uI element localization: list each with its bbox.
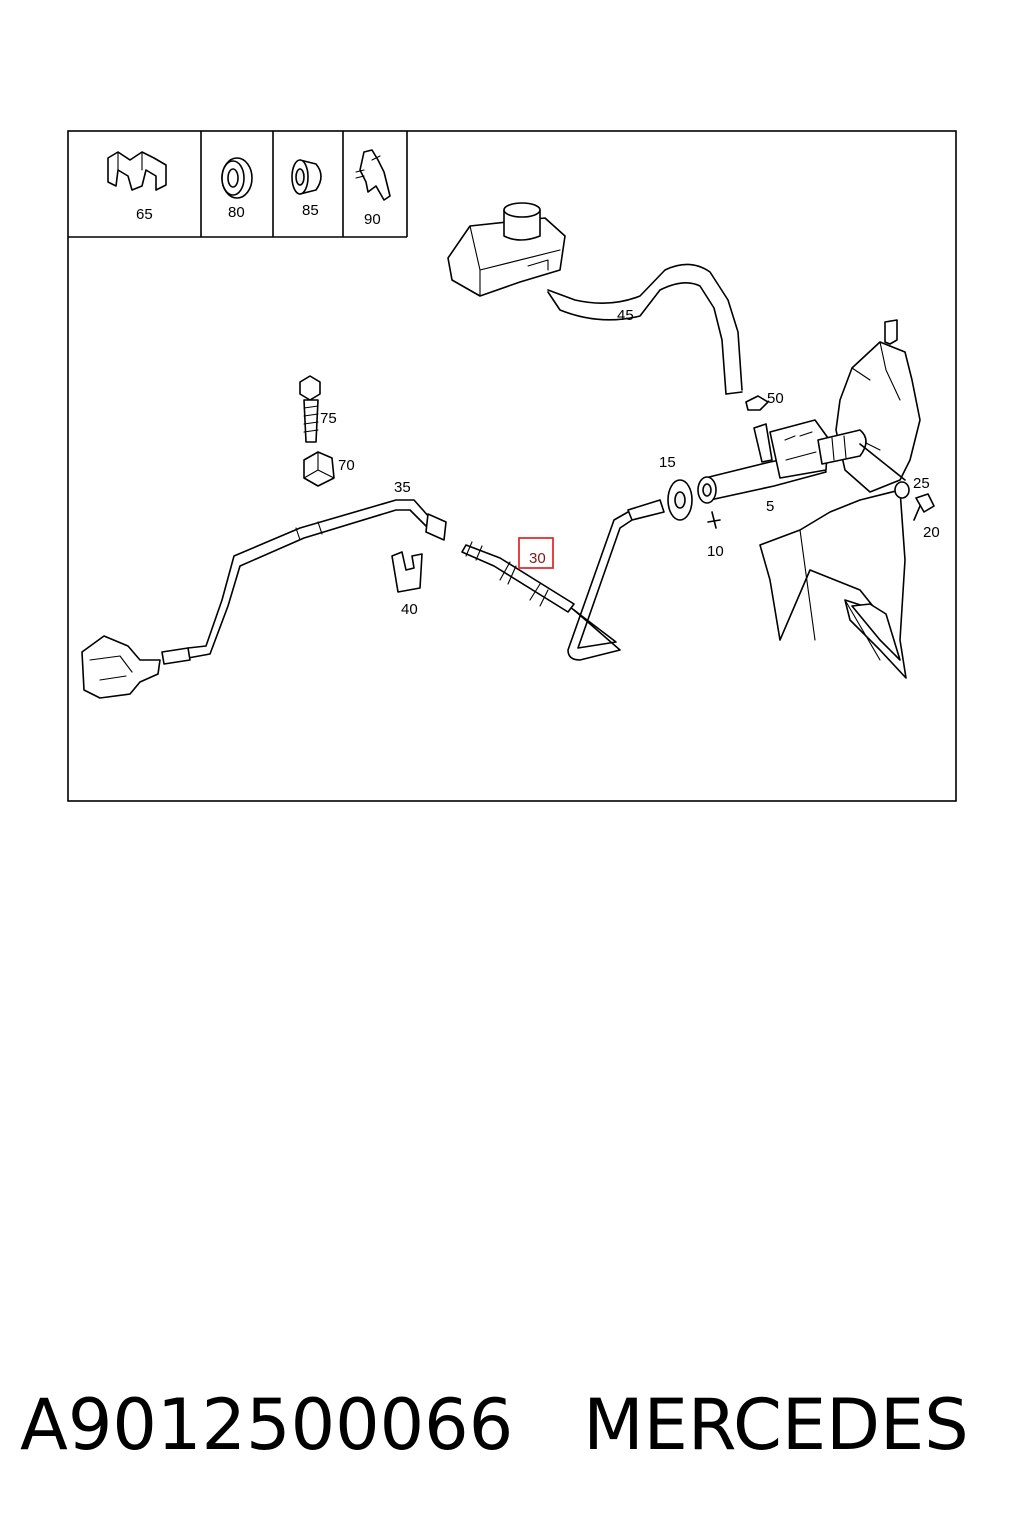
pressure-line-illustration bbox=[565, 499, 665, 661]
callout-hose-30: 30 bbox=[529, 550, 546, 567]
washer-illustration bbox=[894, 481, 910, 499]
fluid-reservoir-illustration bbox=[447, 202, 566, 297]
callout-line-35: 35 bbox=[394, 479, 411, 496]
callout-cylinder-5: 5 bbox=[766, 498, 774, 515]
part-number: A9012500066 bbox=[20, 1384, 514, 1466]
pedal-bracket-illustration bbox=[759, 319, 921, 679]
cotter-pin-illustration bbox=[707, 511, 721, 529]
inset-label-holder: 90 bbox=[364, 211, 381, 228]
bushing-part-illustration bbox=[291, 159, 322, 195]
slave-cylinder-illustration bbox=[81, 635, 191, 699]
reservoir-hose-illustration bbox=[547, 263, 743, 395]
hose-bracket-illustration bbox=[391, 551, 423, 593]
hose-clamp-illustration bbox=[745, 395, 769, 411]
clutch-line-illustration bbox=[187, 499, 447, 659]
master-cylinder-illustration bbox=[697, 419, 906, 504]
holder-part-illustration bbox=[355, 149, 391, 201]
grommet-part-illustration bbox=[221, 157, 253, 199]
diagram-frame bbox=[67, 130, 957, 802]
callout-clamp-50: 50 bbox=[767, 390, 784, 407]
bolt-illustration bbox=[913, 493, 935, 521]
callout-seal-15: 15 bbox=[659, 454, 676, 471]
nut-illustration bbox=[303, 451, 335, 487]
inset-label-clip: 65 bbox=[136, 206, 153, 223]
brand-name: MERCEDES bbox=[583, 1384, 969, 1466]
parts-inset-grid bbox=[68, 131, 408, 238]
part-footer: A9012500066 MERCEDES bbox=[20, 1370, 1010, 1480]
inset-label-bushing: 85 bbox=[302, 202, 319, 219]
callout-washer-25: 25 bbox=[913, 475, 930, 492]
seal-plate-illustration bbox=[667, 479, 693, 521]
callout-bracket-40: 40 bbox=[401, 601, 418, 618]
highlight-box bbox=[518, 537, 554, 569]
callout-hose-45: 45 bbox=[617, 307, 634, 324]
stud-bolt-illustration bbox=[299, 375, 321, 443]
clip-part-illustration bbox=[107, 151, 167, 191]
clutch-hose-illustration bbox=[461, 541, 575, 613]
callout-pin-10: 10 bbox=[707, 543, 724, 560]
callout-bolt-75: 75 bbox=[320, 410, 337, 427]
callout-nut-70: 70 bbox=[338, 457, 355, 474]
inset-label-grommet: 80 bbox=[228, 204, 245, 221]
callout-bolt-20: 20 bbox=[923, 524, 940, 541]
